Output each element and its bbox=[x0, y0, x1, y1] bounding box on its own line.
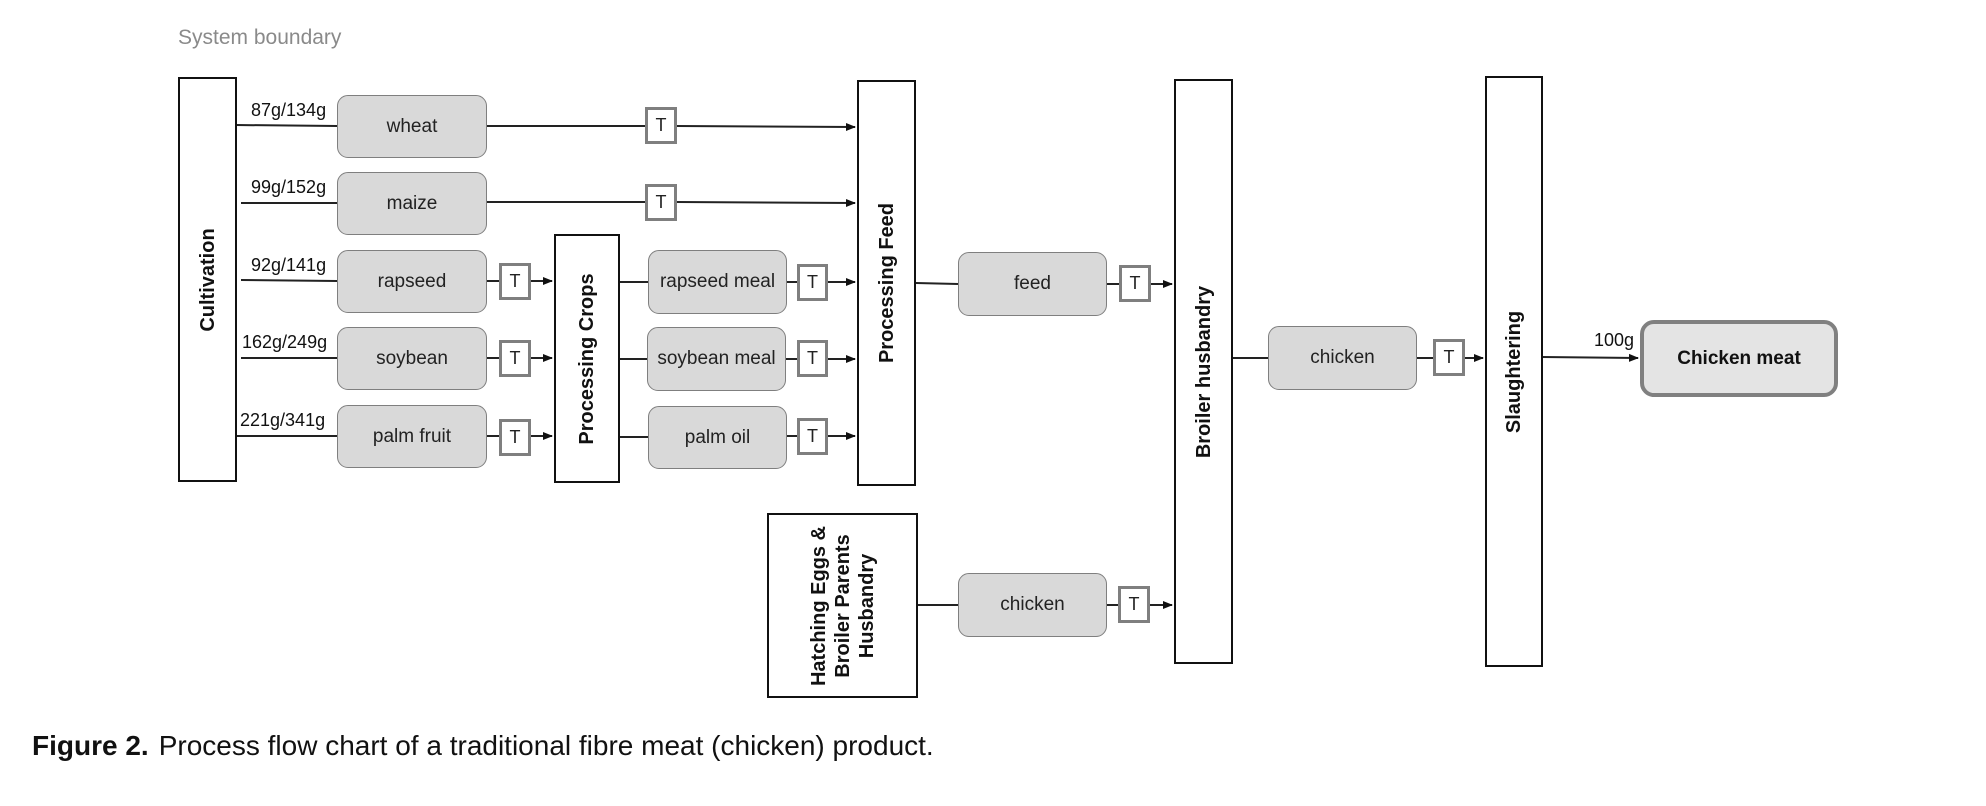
link-slaughter-meat bbox=[1541, 353, 1639, 362]
link-pf-feed bbox=[915, 282, 959, 285]
processed-soybean-meal: soybean meal bbox=[647, 327, 786, 391]
crop-soybean: soybean bbox=[337, 327, 487, 390]
link-cultivation-wheat bbox=[235, 124, 338, 127]
quantity-wheat: 87g/134g bbox=[251, 100, 327, 120]
broiler-husbandry-label: Broiler husbandry bbox=[1192, 285, 1215, 458]
transport-rapseed-meal: T bbox=[797, 264, 828, 301]
link-cultivation-rapseed bbox=[240, 279, 338, 282]
hatching-label-line-1: Hatching Eggs & bbox=[807, 525, 830, 686]
chicken-meat-box: Chicken meat bbox=[1640, 320, 1838, 397]
cultivation-block: Cultivation bbox=[178, 77, 237, 482]
output-quantity: 100g bbox=[1594, 330, 1635, 350]
processing-crops-label: Processing Crops bbox=[576, 272, 598, 445]
transport-soybean: T bbox=[499, 340, 531, 377]
crop-wheat: wheat bbox=[337, 95, 487, 158]
figure-caption: Figure 2. Process flow chart of a traditi… bbox=[32, 730, 934, 762]
crop-maize: maize bbox=[337, 172, 487, 235]
system-boundary-label: System boundary bbox=[178, 26, 342, 49]
processed-palm-oil: palm oil bbox=[648, 406, 787, 469]
transport-parent-chicken: T bbox=[1118, 586, 1150, 623]
quantity-palm-fruit: 221g/341g bbox=[240, 410, 326, 430]
hatching-label-line-2: Broiler Parents bbox=[831, 533, 854, 678]
transport-wheat: T bbox=[645, 107, 677, 144]
transport-palm-fruit: T bbox=[499, 419, 531, 456]
feed-box: feed bbox=[958, 252, 1107, 316]
cultivation-label: Cultivation bbox=[196, 227, 219, 332]
slaughtering-label: Slaughtering bbox=[1503, 310, 1525, 433]
processing-feed-label: Processing Feed bbox=[875, 202, 898, 364]
link-wheat-feed bbox=[676, 122, 856, 131]
transport-palm-oil: T bbox=[797, 418, 828, 455]
crop-rapseed: rapseed bbox=[337, 250, 487, 313]
transport-feed: T bbox=[1119, 265, 1151, 302]
quantity-maize: 99g/152g bbox=[251, 177, 327, 197]
hatching-label-line-3: Husbandry bbox=[855, 553, 878, 658]
quantity-soybean: 162g/249g bbox=[242, 332, 328, 352]
chicken-box: chicken bbox=[1268, 326, 1417, 390]
processed-rapseed-meal: rapseed meal bbox=[648, 250, 787, 314]
hatching-label: Hatching Eggs & Broiler Parents Husbandr… bbox=[807, 525, 879, 685]
transport-chicken: T bbox=[1433, 339, 1465, 376]
processing-feed-block: Processing Feed bbox=[857, 80, 916, 486]
transport-soybean-meal: T bbox=[797, 340, 828, 377]
quantity-rapseed: 92g/141g bbox=[251, 255, 327, 275]
crop-palm-fruit: palm fruit bbox=[337, 405, 487, 468]
link-maize-feed bbox=[676, 198, 856, 207]
transport-rapseed: T bbox=[499, 263, 531, 300]
hatching-block: Hatching Eggs & Broiler Parents Husbandr… bbox=[767, 513, 918, 698]
transport-maize: T bbox=[645, 184, 677, 221]
slaughtering-block: Slaughtering bbox=[1485, 76, 1543, 667]
figure-number: Figure 2. bbox=[32, 730, 149, 761]
caption-text: Process flow chart of a traditional fibr… bbox=[158, 730, 934, 761]
processing-crops-block: Processing Crops bbox=[554, 234, 620, 483]
parent-chicken-box: chicken bbox=[958, 573, 1107, 637]
broiler-husbandry-block: Broiler husbandry bbox=[1174, 79, 1233, 664]
